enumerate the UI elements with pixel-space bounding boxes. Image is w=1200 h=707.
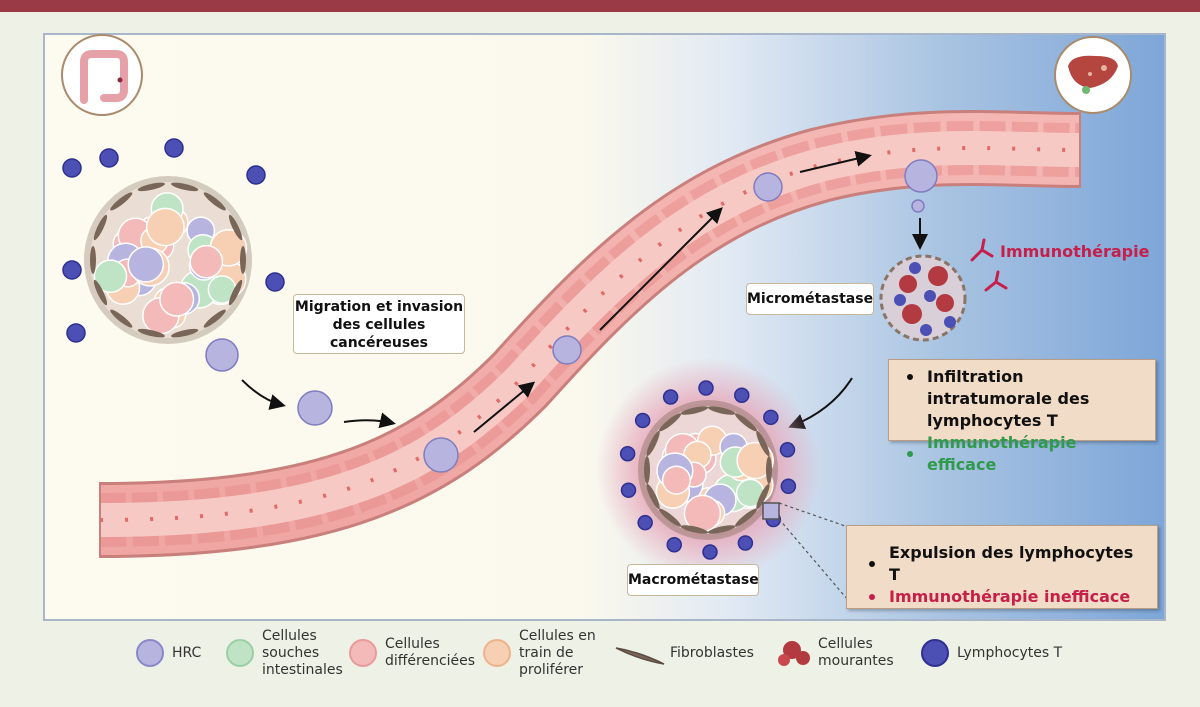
migrating-cells [205,159,938,473]
fibroblast [110,309,133,328]
tumor-cell [661,465,692,495]
lymphocyte [702,544,718,560]
lymphocyte [620,482,637,498]
fibroblast [680,406,709,415]
lymphocyte [666,536,682,553]
bullet-icon [869,594,875,600]
fibroblast [93,214,108,241]
legend-fibroblast-icon [615,647,665,665]
fibroblast [646,483,660,510]
lymphocyte [164,138,184,158]
fibroblast [228,279,243,306]
legend-hrc-icon [136,639,164,667]
colon-icon [61,34,143,116]
macro-status-box: Expulsion des lymphocytes T Immunothérap… [846,525,1158,609]
legend-lymphocyte: Lymphocytes T [957,645,1063,661]
lymphocyte-group [62,138,285,343]
fibroblast [110,192,133,211]
lymphocyte [780,478,797,495]
fibroblast [756,483,770,510]
lymphocyte [265,272,285,292]
fibroblast [680,525,709,534]
legend-dying-icon [778,641,810,666]
legend-differentiated: Cellules différenciées [385,636,476,669]
lymphocyte [637,514,653,531]
lymphocyte [62,158,82,178]
fibroblast [658,413,682,432]
fibroblast [707,406,736,415]
header-bar [0,0,1200,12]
fibroblast [240,246,246,274]
fibroblast [90,246,96,274]
bullet-icon [907,374,913,380]
fibroblast [766,456,772,484]
blood-vessel [99,110,1081,558]
fibroblast [644,456,650,484]
bullet-icon [907,451,913,457]
primary-tumor [84,176,252,344]
macrometastasis [596,358,820,582]
antibody-icon [970,238,1008,292]
fibroblast [707,525,736,534]
micrometastasis [879,254,967,342]
fibroblast [93,279,108,306]
legend-proliferating-icon [483,639,511,667]
legend-differentiated-icon [349,639,377,667]
lymphocyte [734,387,750,404]
fibroblast [203,309,226,328]
lymphocyte [779,442,796,458]
legend-hrc: HRC [172,645,202,661]
lymphocyte [763,409,779,426]
legend-stem-icon [226,639,254,667]
fibroblast [646,430,660,457]
bullet-icon [869,561,875,567]
legend-icons [136,639,949,667]
lymphocyte [66,323,86,343]
micro-status-box: Infiltration intratumorale des lymphocyt… [888,359,1156,474]
tumor-cell [93,259,128,294]
liver-icon [1054,36,1132,114]
fibroblast [137,328,165,338]
fibroblast [228,214,243,241]
tumor-cell [127,246,165,283]
fibroblast [734,413,758,432]
immunotherapie-label: Immunothérapie [1000,242,1150,261]
migration-label: Migration et invasion des cellules cancé… [293,294,465,354]
fibroblast [171,328,199,338]
lymphocyte [246,165,266,185]
fibroblast [658,508,682,527]
fibroblast [137,182,165,192]
lymphocyte [634,412,651,429]
fibroblast [734,508,758,527]
legend-lymphocyte-icon [921,639,949,667]
fibroblast [756,430,770,457]
lymphocyte [62,260,82,280]
callout-lines [778,502,849,601]
lymphocyte [662,389,679,405]
lymphocyte [99,148,119,168]
legend-stem: Cellules souches intestinales [262,628,343,678]
lymphocyte [698,380,714,396]
fibroblast [171,182,199,192]
lymphocyte [737,535,754,551]
tumor-cell [159,281,195,317]
legend-proliferating: Cellules en train de proliférer [519,628,596,678]
macrometastase-label: Macrométastase [627,564,759,596]
fibroblast [203,192,226,211]
legend-fibroblast: Fibroblastes [670,645,754,661]
micrometastase-label: Micrométastase [746,283,874,315]
lymphocyte [619,445,636,462]
tumor-cell [145,207,185,247]
tumor-cell [189,244,224,279]
legend-dying: Cellules mourantes [818,636,894,669]
